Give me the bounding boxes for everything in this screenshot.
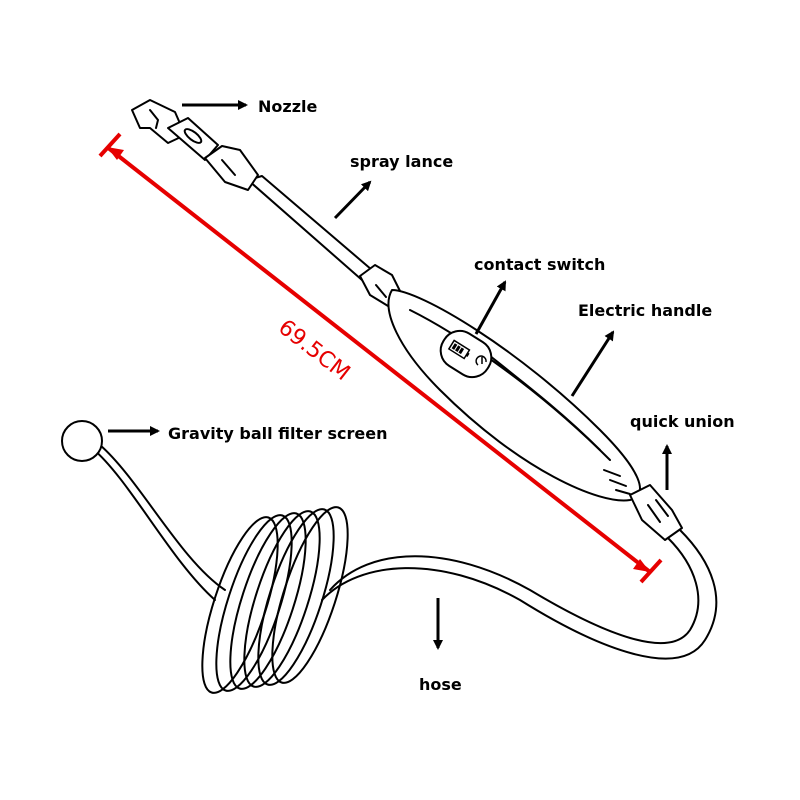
spray-gun (131, 99, 683, 541)
gravity-ball (61, 420, 103, 462)
spray-lance-label: spray lance (350, 152, 453, 171)
contact-switch-arrow (474, 280, 507, 335)
callouts: Nozzle spray lance contact switch Electr… (108, 97, 735, 694)
hose-coil (201, 506, 349, 694)
dimension-endcap-top (98, 132, 122, 158)
electric-handle-arrow (570, 330, 615, 397)
battery-icon (447, 339, 471, 360)
quick-union-label: quick union (630, 412, 735, 431)
contact-switch-label: contact switch (474, 255, 605, 274)
gravity-ball-label: Gravity ball filter screen (168, 424, 387, 443)
dimension-line (105, 145, 652, 574)
length-dimension: 69.5CM (98, 132, 663, 584)
hose-label: hose (419, 675, 462, 694)
electric-handle-label: Electric handle (578, 301, 712, 320)
spray-lance-arrow (333, 180, 372, 220)
spray-lance-rod (247, 175, 373, 281)
nozzle-connector (167, 117, 219, 161)
quick-union (629, 484, 683, 541)
power-icon (475, 355, 487, 366)
dimension-arrowhead-bottom (633, 559, 650, 572)
contact-switch (439, 329, 493, 379)
lance-coupling-top (204, 145, 259, 191)
dimension-arrowhead-top (107, 147, 124, 160)
dimension-label: 69.5CM (273, 315, 354, 386)
nozzle-label: Nozzle (258, 97, 317, 116)
hose (91, 444, 718, 694)
dimension-endcap-bottom (639, 558, 663, 584)
